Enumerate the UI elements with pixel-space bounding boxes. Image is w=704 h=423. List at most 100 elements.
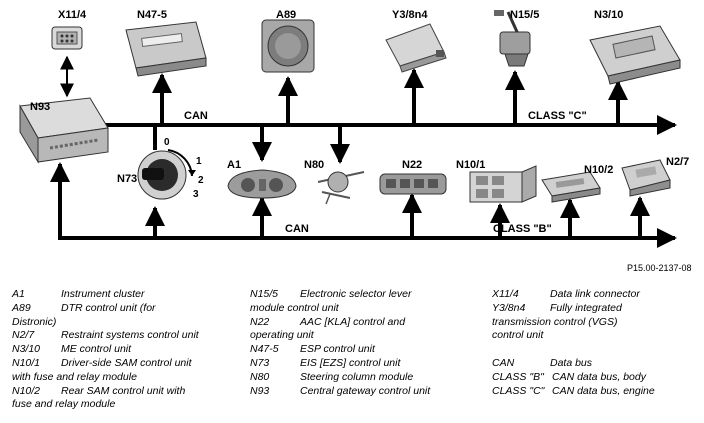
legend-text (492, 343, 495, 355)
legend-row: A1 Instrument cluster (12, 288, 199, 302)
legend-text: control unit (492, 329, 544, 342)
data-link-connector-image (51, 26, 83, 50)
legend-code: N80 (250, 370, 270, 383)
switch-position-0: 0 (164, 137, 170, 148)
legend-code: CAN (492, 356, 515, 369)
legend-row: A89 DTR control unit (for (12, 302, 199, 316)
legend-text: Electronic selector lever (300, 288, 412, 300)
legend-row: control unit (492, 329, 655, 343)
label-n80: N80 (304, 159, 325, 171)
legend-code: A1 (12, 288, 25, 300)
legend-text: DTR control unit (for (61, 301, 156, 314)
legend-code: N10/2 (12, 384, 41, 397)
legend-text: CAN data bus, engine (552, 384, 655, 397)
transmission-control-unit-image (385, 23, 447, 73)
instrument-cluster-image (227, 169, 297, 199)
legend-text: Fully integrated (550, 301, 622, 314)
legend-code: N10/1 (12, 356, 41, 369)
label-n22: N22 (402, 159, 423, 171)
legend-row: N10/2 Rear SAM control unit with (12, 385, 199, 399)
legend-text: Restraint systems control unit (61, 329, 199, 342)
label-n15-5: N15/5 (510, 9, 540, 21)
legend-code: X11/4 (492, 288, 519, 300)
legend-text: with fuse and relay module (12, 370, 137, 383)
switch-position-2: 2 (198, 175, 204, 186)
legend-code: Y3/8n4 (492, 301, 526, 314)
ignition-switch-image (137, 149, 196, 200)
legend-text: ESP control unit (300, 343, 375, 356)
legend-row: X11/4 Data link connector (492, 288, 655, 302)
legend-code: CLASS "C" (492, 384, 545, 397)
distronic-control-unit-image (261, 19, 315, 73)
legend-code: N93 (250, 384, 270, 397)
legend-row: with fuse and relay module (12, 371, 199, 385)
legend-row: N10/1 Driver-side SAM control unit (12, 357, 199, 371)
label-n3-10: N3/10 (594, 9, 624, 21)
rear-sam-control-unit-image (541, 171, 601, 203)
legend-code: N47-5 (250, 343, 279, 356)
legend-text: CAN data bus, body (552, 370, 646, 383)
legend-code: N15/5 (250, 288, 279, 300)
legend-text: operating unit (250, 329, 314, 342)
legend-text: EIS [EZS] control unit (300, 356, 401, 369)
legend-text: Data link connector (550, 288, 640, 300)
legend-code: N73 (250, 356, 270, 369)
legend-row: N3/10 ME control unit (12, 343, 199, 357)
label-a1: A1 (227, 159, 242, 171)
legend-row: fuse and relay module (12, 398, 199, 412)
legend-row: CLASS "B" CAN data bus, body (492, 371, 655, 385)
legend-text: AAC [KLA] control and (300, 315, 406, 328)
legend-row: N73 EIS [EZS] control unit (250, 357, 430, 371)
label-n10-2: N10/2 (584, 164, 614, 176)
label-n10-1: N10/1 (456, 159, 486, 171)
legend-row: module control unit (250, 302, 430, 316)
bus-label-class-b: CLASS "B" (493, 223, 552, 235)
label-n2-7: N2/7 (666, 156, 690, 168)
legend-text: ME control unit (61, 343, 132, 356)
legend-row (492, 343, 655, 357)
legend-row: Distronic) (12, 316, 199, 330)
restraint-systems-control-unit-image (621, 159, 671, 197)
legend-code: CLASS "B" (492, 370, 544, 383)
label-x11-4: X11/4 (58, 9, 87, 21)
central-gateway-image (19, 97, 109, 164)
selector-lever-module-image (494, 10, 531, 67)
legend-text: Steering column module (300, 370, 414, 383)
label-n47-5: N47-5 (137, 9, 167, 21)
legend-text: module control unit (250, 301, 339, 314)
legend-text: Data bus (550, 356, 593, 369)
legend-code: N2/7 (12, 329, 35, 342)
figure-reference: P15.00-2137-08 (627, 263, 692, 273)
legend-row: transmission control (VGS) (492, 316, 655, 330)
climate-control-unit-image (379, 173, 447, 195)
esp-control-unit-image (125, 21, 207, 77)
legend-text: transmission control (VGS) (492, 315, 618, 328)
legend-code: A89 (12, 301, 31, 314)
legend-row: N15/5 Electronic selector lever (250, 288, 430, 302)
legend-row: operating unit (250, 329, 430, 343)
legend-text: Driver-side SAM control unit (61, 356, 192, 369)
label-a89: A89 (276, 9, 297, 21)
legend-code: N22 (250, 315, 270, 328)
bus-label-class-c: CLASS "C" (528, 110, 587, 122)
legend-code: N3/10 (12, 343, 41, 356)
legend-text: Instrument cluster (61, 288, 145, 300)
legend-row: N2/7 Restraint systems control unit (12, 329, 199, 343)
label-n93: N93 (30, 101, 51, 113)
legend-row: CLASS "C" CAN data bus, engine (492, 385, 655, 399)
legend-row: N93 Central gateway control unit (250, 385, 430, 399)
legend-text: fuse and relay module (12, 398, 116, 411)
driver-sam-control-unit-image (469, 165, 537, 203)
legend-text: Rear SAM control unit with (61, 384, 186, 397)
steering-column-module-image (317, 171, 365, 205)
legend-row: N47-5 ESP control unit (250, 343, 430, 357)
label-y3-8n4: Y3/8n4 (392, 9, 428, 21)
legend-text: Central gateway control unit (300, 384, 431, 397)
bus-label-can-bottom: CAN (285, 223, 309, 235)
legend-row: N80 Steering column module (250, 371, 430, 385)
legend-row: N22 AAC [KLA] control and (250, 316, 430, 330)
